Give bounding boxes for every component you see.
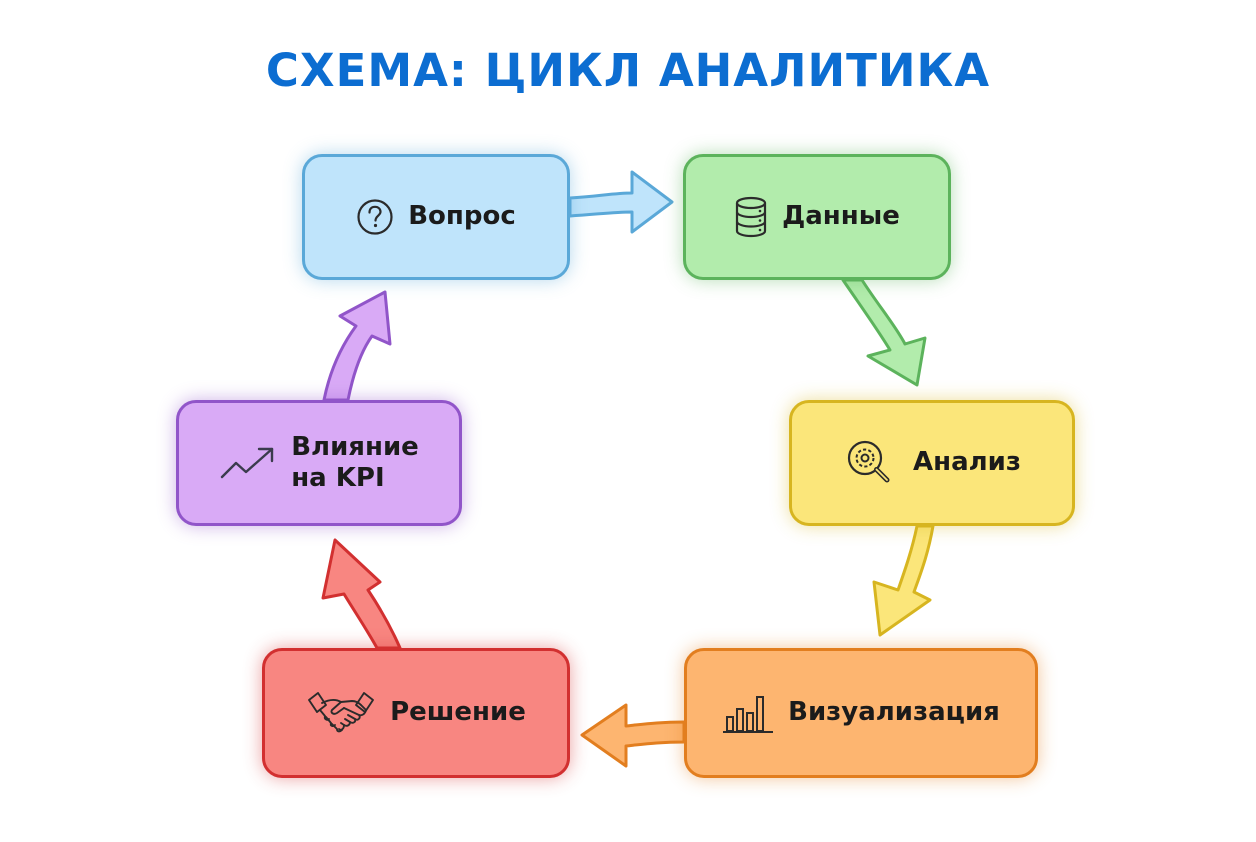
node-label: Решение bbox=[390, 697, 526, 728]
node-question: Вопрос bbox=[302, 154, 570, 280]
node-label: Анализ bbox=[913, 447, 1021, 478]
bar-chart-icon bbox=[723, 696, 774, 733]
database-icon bbox=[736, 196, 767, 238]
question-circle-icon bbox=[357, 199, 393, 235]
trend-up-icon bbox=[221, 447, 274, 479]
node-label-line-1: Влияние bbox=[291, 431, 419, 462]
node-visualization: Визуализация bbox=[684, 648, 1038, 778]
handshake-icon bbox=[308, 692, 375, 733]
arrow-data-to-analysis bbox=[841, 278, 927, 387]
node-label: Влияние на KPI bbox=[291, 432, 419, 494]
node-analysis: Анализ bbox=[789, 400, 1075, 526]
arrow-decision-to-kpi bbox=[321, 538, 402, 650]
arrow-visualization-to-decision bbox=[580, 703, 686, 768]
arrow-question-to-data bbox=[568, 170, 674, 234]
arrow-analysis-to-visualization bbox=[872, 524, 935, 637]
node-decision: Решение bbox=[262, 648, 570, 778]
gear-magnifier-icon bbox=[847, 440, 890, 483]
node-label-line-2: на KPI bbox=[291, 463, 385, 493]
node-data: Данные bbox=[683, 154, 951, 280]
node-label: Вопрос bbox=[408, 201, 516, 232]
diagram-title: СХЕМА: ЦИКЛ АНАЛИТИКА bbox=[265, 44, 991, 97]
arrow-kpi-to-question bbox=[322, 290, 392, 402]
node-label: Визуализация bbox=[788, 697, 1000, 728]
node-label: Данные bbox=[782, 201, 900, 232]
node-kpi-impact: Влияние на KPI bbox=[176, 400, 462, 526]
